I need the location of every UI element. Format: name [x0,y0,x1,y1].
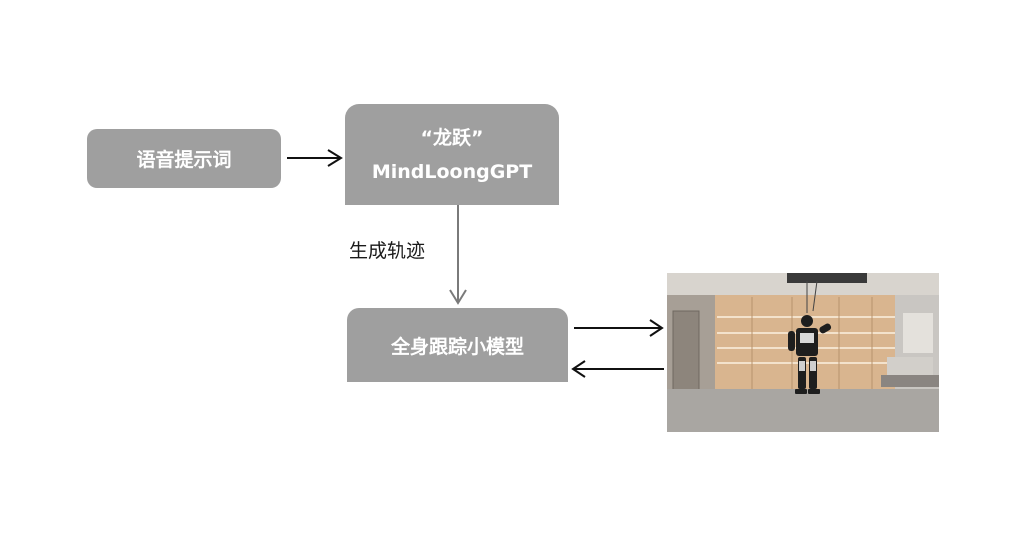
arrow-prompt-to-gpt [287,149,343,167]
mindloonggpt-node: “龙跃” MindLoongGPT [345,104,559,205]
humanoid-robot-photo [667,273,939,432]
generate-trajectory-label: 生成轨迹 [349,240,426,262]
mindloonggpt-node-name: MindLoongGPT [371,160,533,183]
prompt-node: 语音提示词 [87,129,281,188]
whole-body-tracking-node: 全身跟踪小模型 [347,308,568,382]
arrow-tracker-to-robot [574,319,664,337]
arrow-gpt-to-tracker [449,205,467,305]
prompt-node-label: 语音提示词 [136,149,232,171]
whole-body-tracking-node-label: 全身跟踪小模型 [390,335,524,358]
mindloonggpt-node-title: “龙跃” [420,126,484,149]
arrow-robot-to-tracker [571,360,664,378]
